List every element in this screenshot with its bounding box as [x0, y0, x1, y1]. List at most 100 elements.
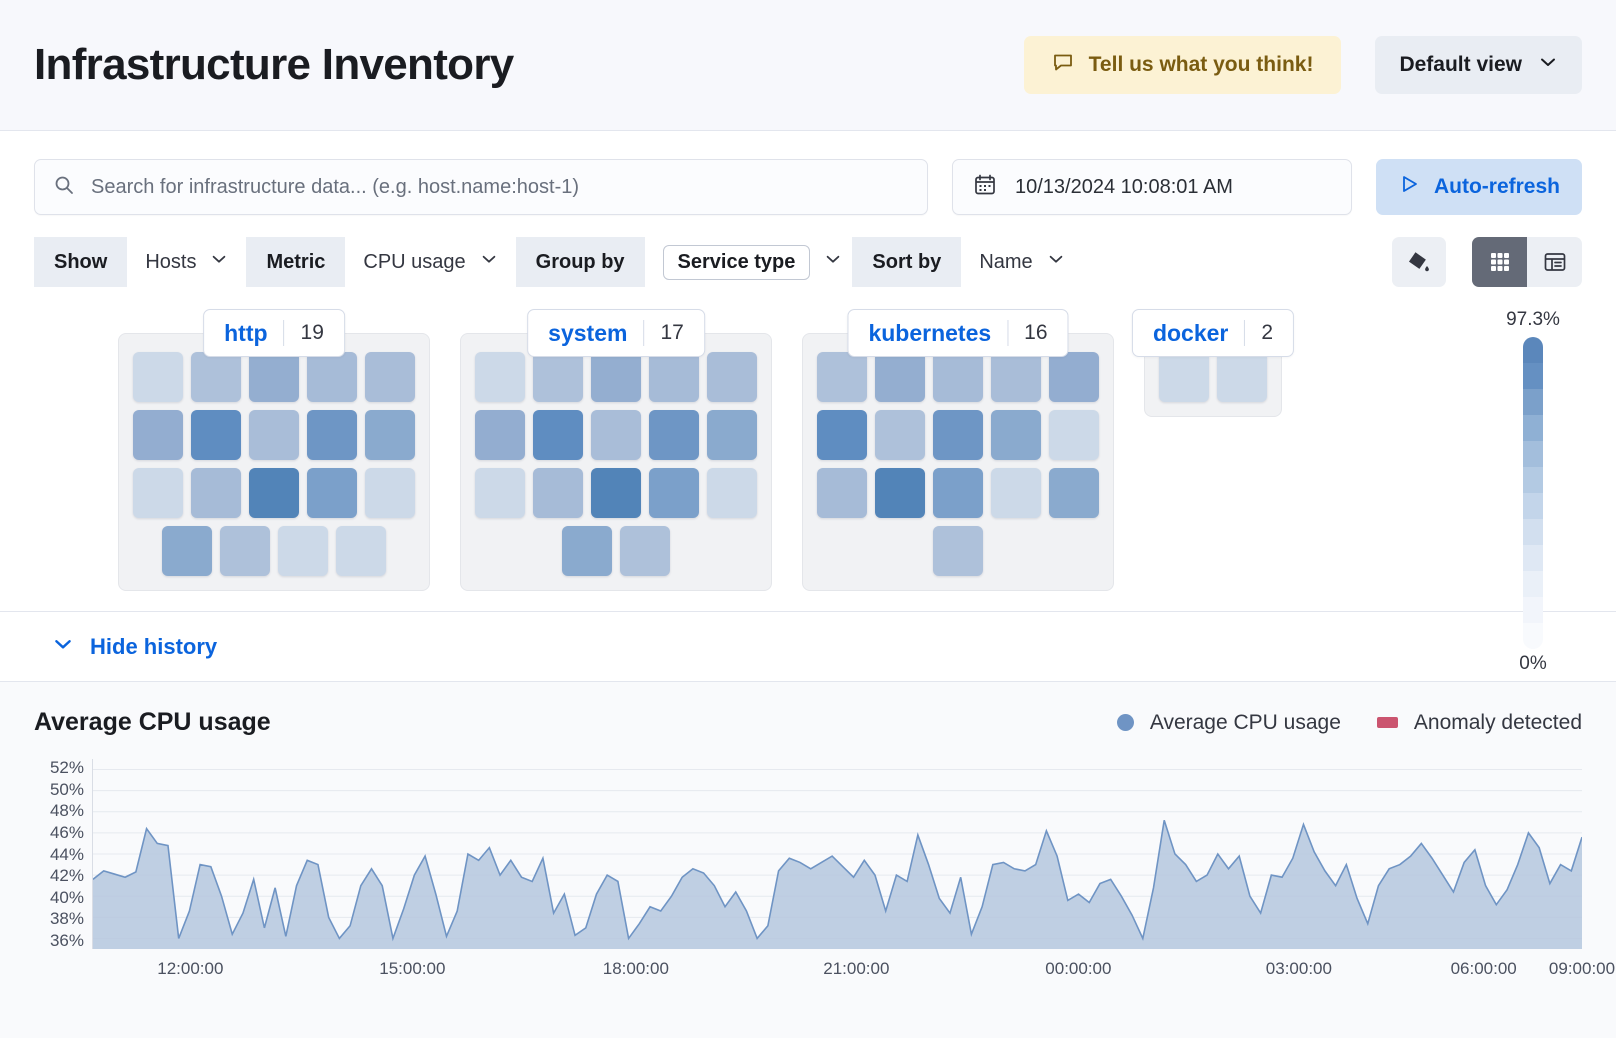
host-tile[interactable] [1217, 352, 1267, 402]
host-tile[interactable] [307, 410, 357, 460]
host-tile[interactable] [649, 468, 699, 518]
host-tile[interactable] [133, 352, 183, 402]
filter-sort-by-value[interactable]: Name [961, 237, 1082, 287]
filter-metric-value[interactable]: CPU usage [345, 237, 515, 287]
chart-plot-area[interactable] [92, 759, 1582, 949]
host-tile[interactable] [133, 410, 183, 460]
default-view-button[interactable]: Default view [1375, 36, 1582, 94]
host-tile[interactable] [620, 526, 670, 576]
host-tile[interactable] [875, 468, 925, 518]
legend-step [1523, 441, 1543, 467]
host-tile[interactable] [162, 526, 212, 576]
host-tile[interactable] [591, 352, 641, 402]
date-picker[interactable]: 10/13/2024 10:08:01 AM [951, 159, 1352, 215]
host-tile[interactable] [249, 352, 299, 402]
host-tile[interactable] [133, 468, 183, 518]
host-tile[interactable] [1049, 352, 1099, 402]
host-tile[interactable] [649, 410, 699, 460]
x-axis-tick: 06:00:00 [1450, 959, 1517, 978]
date-value: 10/13/2024 10:08:01 AM [1014, 175, 1233, 198]
host-tile[interactable] [475, 468, 525, 518]
legend-step [1523, 545, 1543, 571]
host-tile[interactable] [191, 352, 241, 402]
host-tile[interactable] [307, 468, 357, 518]
group-panel [118, 333, 430, 591]
legend-item-average-cpu-usage[interactable]: Average CPU usage [1116, 711, 1341, 735]
group-name: kubernetes [868, 319, 992, 346]
filter-show-value[interactable]: Hosts [127, 237, 246, 287]
host-tile[interactable] [191, 468, 241, 518]
host-tile[interactable] [533, 352, 583, 402]
host-tile[interactable] [933, 352, 983, 402]
host-tile[interactable] [249, 410, 299, 460]
host-tile[interactable] [933, 410, 983, 460]
auto-refresh-button[interactable]: Auto-refresh [1375, 159, 1582, 215]
host-tile[interactable] [1049, 468, 1099, 518]
host-tile[interactable] [817, 468, 867, 518]
legend-step [1523, 389, 1543, 415]
legend-step [1523, 337, 1543, 363]
host-tile[interactable] [991, 410, 1041, 460]
table-view-icon[interactable] [1527, 237, 1582, 287]
hide-history-toggle[interactable]: Hide history [0, 612, 1616, 682]
group-panel [802, 333, 1114, 591]
host-tile[interactable] [991, 352, 1041, 402]
tile-row [475, 352, 757, 402]
host-tile[interactable] [875, 352, 925, 402]
y-axis-tick: 42% [49, 866, 84, 886]
host-tile[interactable] [817, 352, 867, 402]
host-tile[interactable] [191, 410, 241, 460]
paint-bucket-icon[interactable] [1392, 237, 1446, 287]
tile-row [562, 526, 670, 576]
host-tile[interactable] [307, 352, 357, 402]
tile-row [933, 526, 983, 576]
series-area [93, 820, 1582, 949]
tile-row [133, 410, 415, 460]
host-tile[interactable] [707, 468, 757, 518]
search-input[interactable]: Search for infrastructure data... (e.g. … [34, 159, 928, 215]
filter-group-by-value[interactable]: Service type [645, 237, 853, 287]
host-tile[interactable] [933, 468, 983, 518]
host-tile[interactable] [1159, 352, 1209, 402]
host-tile[interactable] [249, 468, 299, 518]
host-tile[interactable] [875, 410, 925, 460]
host-tile[interactable] [220, 526, 270, 576]
legend-label: Anomaly detected [1413, 710, 1582, 734]
search-row: Search for infrastructure data... (e.g. … [34, 159, 1582, 215]
host-tile[interactable] [365, 410, 415, 460]
chart-legend: Average CPU usage Anomaly detected [1116, 710, 1582, 735]
host-tile[interactable] [365, 468, 415, 518]
tile-row [1159, 352, 1267, 402]
y-axis-tick: 44% [49, 844, 84, 864]
host-tile[interactable] [562, 526, 612, 576]
host-tile[interactable] [533, 468, 583, 518]
host-tile[interactable] [1049, 410, 1099, 460]
host-tile[interactable] [533, 410, 583, 460]
host-tile[interactable] [591, 468, 641, 518]
y-axis-tick: 50% [49, 779, 84, 799]
host-tile[interactable] [365, 352, 415, 402]
host-tile[interactable] [991, 468, 1041, 518]
host-tile[interactable] [707, 352, 757, 402]
legend-step [1523, 467, 1543, 493]
host-tile[interactable] [475, 352, 525, 402]
legend-item-anomaly-detected[interactable]: Anomaly detected [1376, 710, 1582, 735]
host-tile[interactable] [336, 526, 386, 576]
host-tile[interactable] [707, 410, 757, 460]
feedback-button[interactable]: Tell us what you think! [1023, 36, 1342, 94]
host-tile[interactable] [817, 410, 867, 460]
host-tile[interactable] [649, 352, 699, 402]
grid-view-icon[interactable] [1472, 237, 1527, 287]
host-tile[interactable] [933, 526, 983, 576]
tile-row [817, 468, 1099, 518]
controls-bar: Search for infrastructure data... (e.g. … [0, 131, 1616, 287]
host-tile[interactable] [278, 526, 328, 576]
host-tile[interactable] [591, 410, 641, 460]
host-tile[interactable] [475, 410, 525, 460]
filter-sort-by-label: Sort by [852, 237, 962, 287]
